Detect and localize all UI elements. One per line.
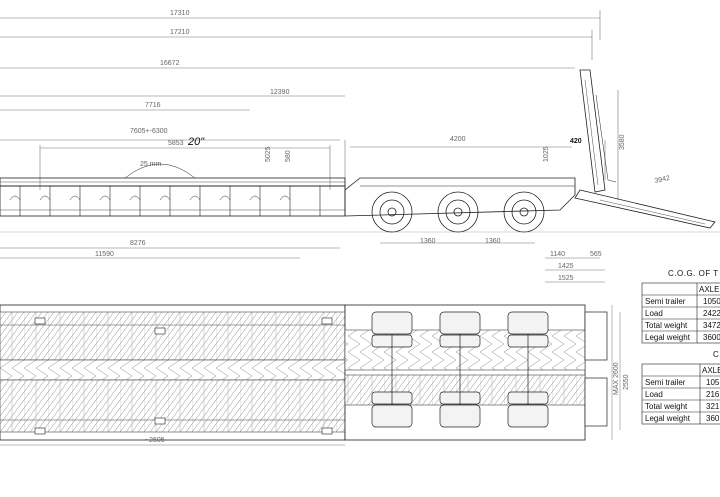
table1-row-value: 1050 <box>703 297 720 306</box>
dim-20-inch: 20" <box>187 136 205 148</box>
top-dimension-lines <box>0 10 619 283</box>
dim-1025: 1025 <box>543 146 550 162</box>
dim-7605: 7605+-6300 <box>130 128 168 135</box>
table2-row-value: 321 <box>706 402 720 411</box>
side-view <box>0 69 720 233</box>
dim-2605: ~2605 <box>145 437 165 444</box>
dim-1425: 1425 <box>558 263 574 270</box>
dim-1360-b: 1360 <box>485 238 501 245</box>
table1-row-value: 3600 <box>703 333 720 342</box>
dim-7716: 7716 <box>145 102 161 109</box>
table2-row-value: 360 <box>706 414 720 423</box>
dim-11590: 11590 <box>95 251 114 258</box>
table1-header: AXLE <box>699 285 719 294</box>
table2-title: C <box>713 350 719 359</box>
dim-max-2600: MAX 2600 <box>613 362 620 395</box>
table1-row-value: 3472 <box>703 321 720 330</box>
table2-row-label: Total weight <box>645 402 688 411</box>
dim-580: 580 <box>285 150 292 162</box>
dim-4200: 4200 <box>450 136 466 143</box>
dim-17310: 17310 <box>170 10 190 17</box>
dim-2550: 2550 <box>623 374 630 390</box>
table1-row-label: Load <box>645 309 663 318</box>
table2-row-label: Legal weight <box>645 414 691 423</box>
table2-row-value: 216 <box>706 390 720 399</box>
table2-header: AXLE <box>702 366 720 375</box>
table1-row-value: 2422 <box>703 309 720 318</box>
table1-row-label: Semi trailer <box>645 297 686 306</box>
table2-row-label: Semi trailer <box>645 378 686 387</box>
table1-title: C.O.G. OF T <box>668 269 719 278</box>
dim-1525: 1525 <box>558 275 574 282</box>
cog-table-1: C.O.G. OF T AXLE Semi trailer 1050 Load … <box>641 269 720 344</box>
dim-420: 420 <box>570 138 582 145</box>
dim-8276: 8276 <box>130 240 146 247</box>
top-view <box>0 304 621 446</box>
dim-5853: 5853 <box>168 140 184 147</box>
dim-3942: 3942 <box>654 175 671 185</box>
dim-5025: 5025 <box>265 146 272 162</box>
dim-1360-a: 1360 <box>420 238 436 245</box>
dim-565: 565 <box>590 251 602 258</box>
table2-row-value: 105 <box>706 378 720 387</box>
dim-16672: 16672 <box>160 60 180 67</box>
dim-12390: 12390 <box>270 89 290 96</box>
table1-row-label: Legal weight <box>645 333 691 342</box>
cog-table-2: C AXLE Semi trailer 105 Load 216 Total w… <box>641 350 720 425</box>
dim-3580: 3580 <box>619 134 626 150</box>
top-wheels <box>371 311 549 428</box>
side-wheels <box>371 191 545 233</box>
dim-17210: 17210 <box>170 29 190 36</box>
dim-25mm: 25 mm <box>140 161 162 168</box>
table1-row-label: Total weight <box>645 321 688 330</box>
dim-1140: 1140 <box>550 251 565 258</box>
table2-row-label: Load <box>645 390 663 399</box>
